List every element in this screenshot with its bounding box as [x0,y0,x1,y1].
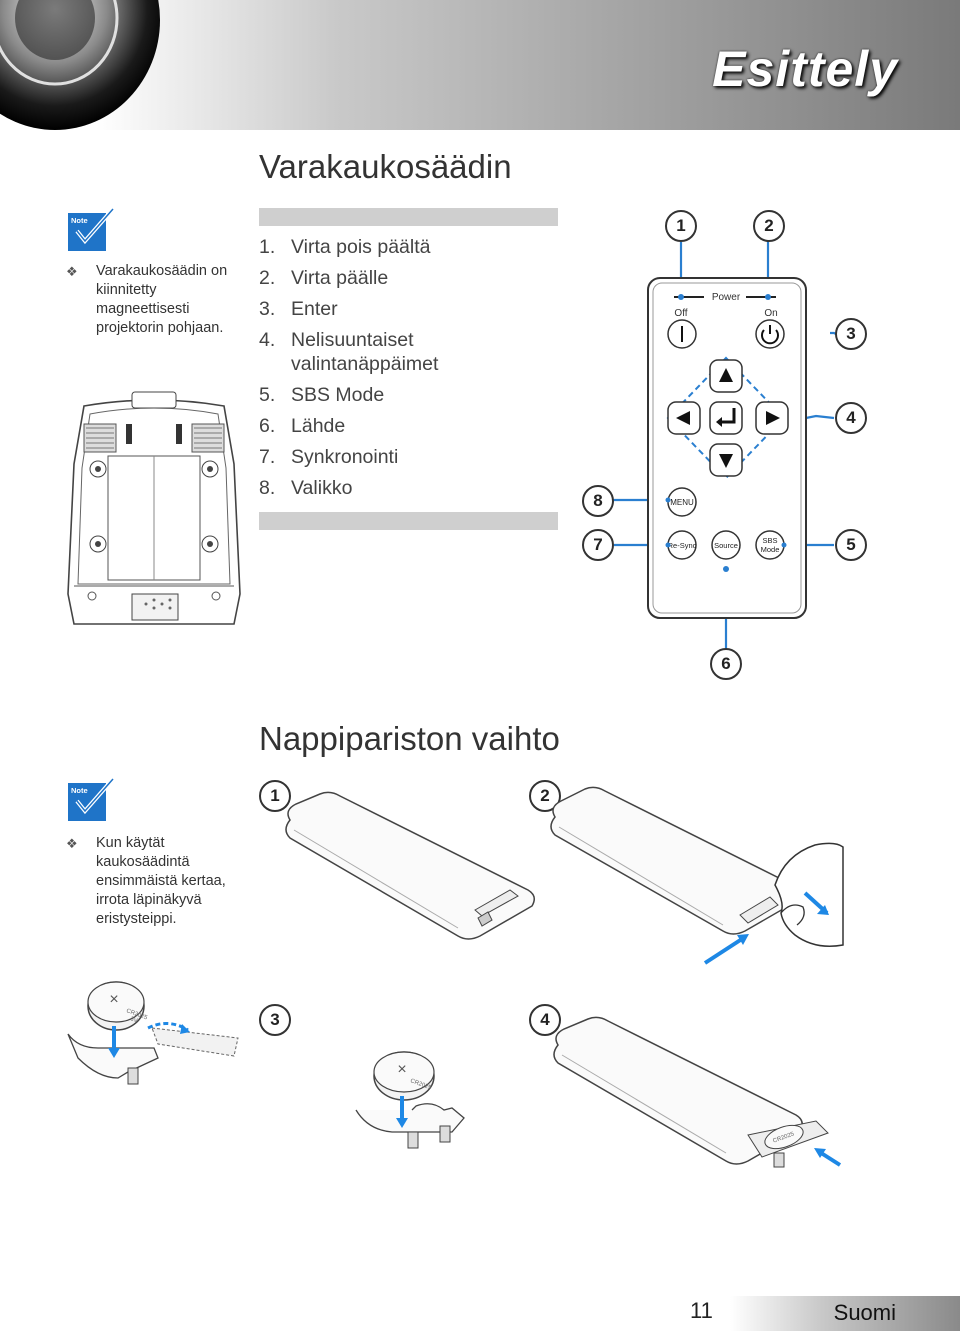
header-title: Esittely [712,41,898,97]
footer-band [730,1296,960,1331]
list-item: 2.Virta päälle [259,267,389,289]
list-item: 3.Enter [259,298,338,320]
list-item: 1.Virta pois päältä [259,236,431,258]
header-band [0,0,960,130]
list-item: 8.Valikko [259,477,353,499]
remote-label-menu: MENU [670,498,694,507]
note-text: Kun käytät kaukosäädintä ensimmäistä ker… [96,835,226,927]
svg-text:×: × [397,1061,406,1078]
list-item: 7.Synkronointi [259,446,399,468]
diamond-bullet-icon: ❖ [66,264,78,279]
callout-3: 3 [835,318,867,350]
remote-label-on: On [764,308,777,319]
note-icon: Note [68,777,115,821]
remote-label-resync: Re-Sync [668,541,697,550]
svg-text:×: × [109,991,118,1008]
diamond-bullet-icon: ❖ [66,836,78,851]
list-item: 5.SBS Mode [259,384,385,406]
list-top-bar [259,208,558,226]
callout-1: 1 [665,210,697,242]
step-callout-3: 3 [259,1004,291,1036]
step-callout-4: 4 [529,1004,561,1036]
remote-label-power: Power [712,292,741,303]
lens-graphic [0,0,160,130]
remote-label-off: Off [674,308,687,319]
section-title-remote: Varakaukosäädin [259,148,512,185]
callout-5: 5 [835,529,867,561]
battery-voltage: 3V [129,1016,138,1024]
remote-source-button [711,530,741,560]
list-bottom-bar [259,512,558,530]
list-item: 4.Nelisuuntaiset valintanäppäimet [259,329,439,375]
note-icon: Note [68,207,115,251]
step2-remote-illustration [550,786,844,965]
battery-tray-film-illustration: × CR2025 3V [67,981,239,1085]
remote-label-source: Source [714,541,738,550]
callout-7: 7 [582,529,614,561]
step1-remote-illustration [285,791,535,940]
note-text: Varakaukosäädin on kiinnitetty magneetti… [96,263,228,336]
callout-6: 6 [710,648,742,680]
callout-4: 4 [835,402,867,434]
note-badge: Note [71,216,88,225]
callout-2: 2 [753,210,785,242]
projector-bottom-illustration [67,391,241,625]
callout-8: 8 [582,485,614,517]
note-badge: Note [71,786,88,795]
remote-label-mode: Mode [761,545,780,554]
list-item: 6.Lähde [259,415,346,437]
section-title-battery: Nappipariston vaihto [259,720,560,757]
remote-diagram: Power Off On MENU Re-Sync Source SBS Mod… [612,242,849,650]
step4-remote-illustration: CR2025 [553,1016,842,1168]
footer-language: Suomi [833,1300,896,1325]
remote-label-sbs: SBS [762,536,777,545]
battery-insert-illustration: × CR2025 [355,1051,465,1149]
button-legend-list: 1.Virta pois päältä 2.Virta päälle 3.Ent… [259,232,559,504]
page-number: 11 [690,1298,713,1323]
step-callout-1: 1 [259,780,291,812]
remote-enter-button [709,401,743,435]
